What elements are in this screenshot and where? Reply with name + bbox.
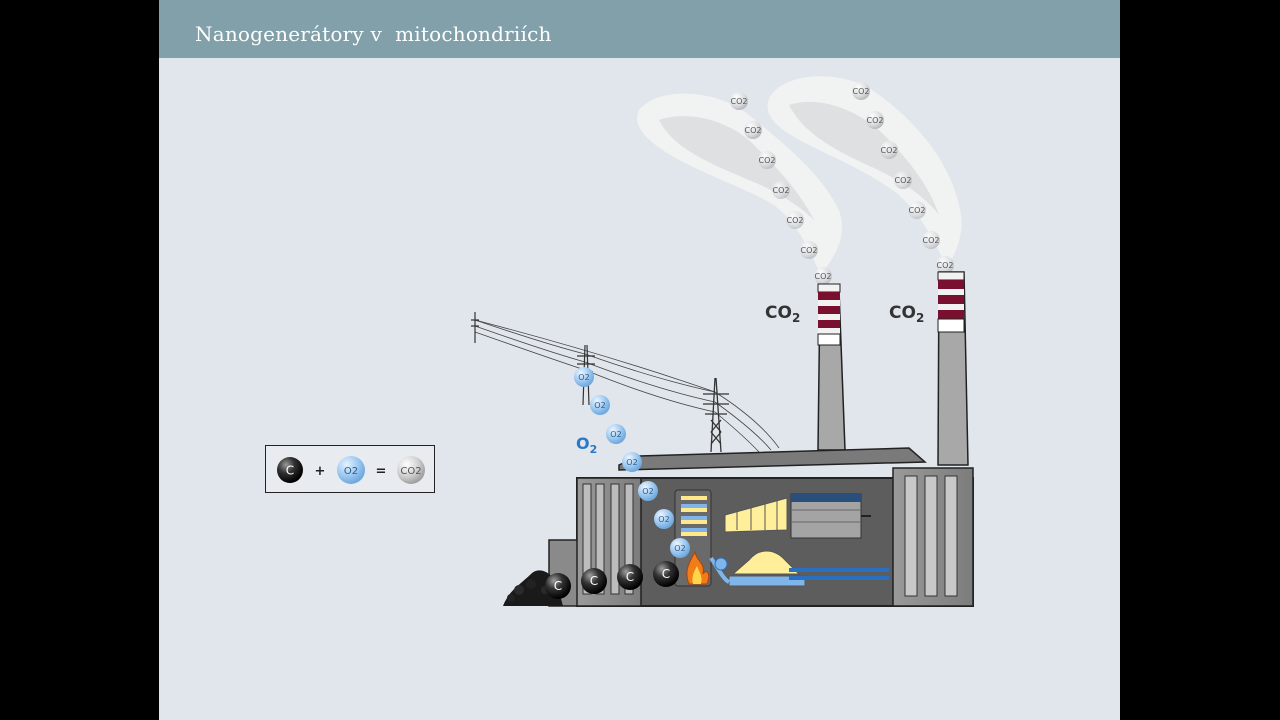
svg-text:CO2: CO2 (895, 176, 912, 185)
boiler (674, 489, 712, 587)
equals-sign: = (376, 464, 387, 479)
svg-text:O2: O2 (578, 373, 589, 382)
carbon-balls: C C C C (545, 561, 679, 599)
svg-text:CO2: CO2 (881, 146, 898, 155)
slide-title: Nanogenerátory v mitochondriích (195, 22, 552, 46)
power-lines (474, 319, 780, 453)
oxygen-molecule-icon: O2 (337, 456, 365, 484)
smoke-plume-right (767, 76, 962, 268)
smoke-plume-left (637, 93, 842, 276)
power-plant-diagram: CO2 CO2 CO2 CO2 CO2 CO2 CO2 CO2 CO2 CO2 … (471, 76, 974, 607)
pylon-far (471, 312, 479, 343)
carbon-dioxide-icon: CO2 (397, 456, 425, 484)
svg-text:CO2: CO2 (815, 272, 832, 281)
svg-text:CO2: CO2 (853, 87, 870, 96)
svg-text:O2: O2 (658, 515, 669, 524)
chimney-left (817, 283, 846, 451)
svg-text:O2: O2 (610, 430, 621, 439)
svg-text:O2: O2 (642, 487, 653, 496)
svg-text:CO2: CO2 (745, 126, 762, 135)
chimney-right (937, 271, 969, 466)
generator-icon (790, 493, 871, 539)
svg-text:CO2: CO2 (731, 97, 748, 106)
svg-text:C: C (590, 574, 598, 588)
svg-text:CO2: CO2 (923, 236, 940, 245)
svg-text:CO2: CO2 (787, 216, 804, 225)
carbon-atom-icon: C (277, 457, 303, 483)
svg-text:O2: O2 (626, 458, 637, 467)
svg-text:CO2: CO2 (759, 156, 776, 165)
svg-text:O2: O2 (594, 401, 605, 410)
oxygen-label: O2 (344, 466, 358, 477)
reaction-equation-box: C + O2 = CO2 (265, 445, 435, 493)
oxygen-balls: O2 O2 O2 O2 O2 O2 O2 (574, 367, 690, 558)
title-bar: Nanogenerátory v mitochondriích (159, 0, 1120, 58)
chimney-label-right: CO2 (889, 303, 924, 325)
condenser-icon (709, 550, 889, 587)
co2-label: CO2 (400, 466, 421, 477)
svg-text:CO2: CO2 (909, 206, 926, 215)
chimney-label-left: CO2 (765, 303, 800, 325)
plus-sign: + (315, 464, 326, 479)
svg-text:CO2: CO2 (937, 261, 954, 270)
svg-text:CO2: CO2 (801, 246, 818, 255)
svg-text:C: C (554, 579, 562, 593)
turbine-icon (724, 497, 788, 533)
svg-text:CO2: CO2 (867, 116, 884, 125)
co2-smoke-balls-left: CO2 CO2 CO2 CO2 CO2 CO2 CO2 (730, 92, 832, 285)
slide: Nanogenerátory v mitochondriích (159, 0, 1120, 720)
oxygen-label: O2 (576, 434, 597, 456)
boiler-fire-icon (686, 550, 710, 585)
co2-smoke-balls-right: CO2 CO2 CO2 CO2 CO2 CO2 CO2 (852, 82, 954, 274)
carbon-label: C (286, 464, 294, 478)
svg-text:C: C (662, 567, 670, 581)
pylon-near (703, 377, 729, 453)
svg-text:C: C (626, 570, 634, 584)
svg-text:CO2: CO2 (773, 186, 790, 195)
svg-text:O2: O2 (674, 544, 685, 553)
reaction-equation: C + O2 = CO2 (277, 456, 425, 484)
